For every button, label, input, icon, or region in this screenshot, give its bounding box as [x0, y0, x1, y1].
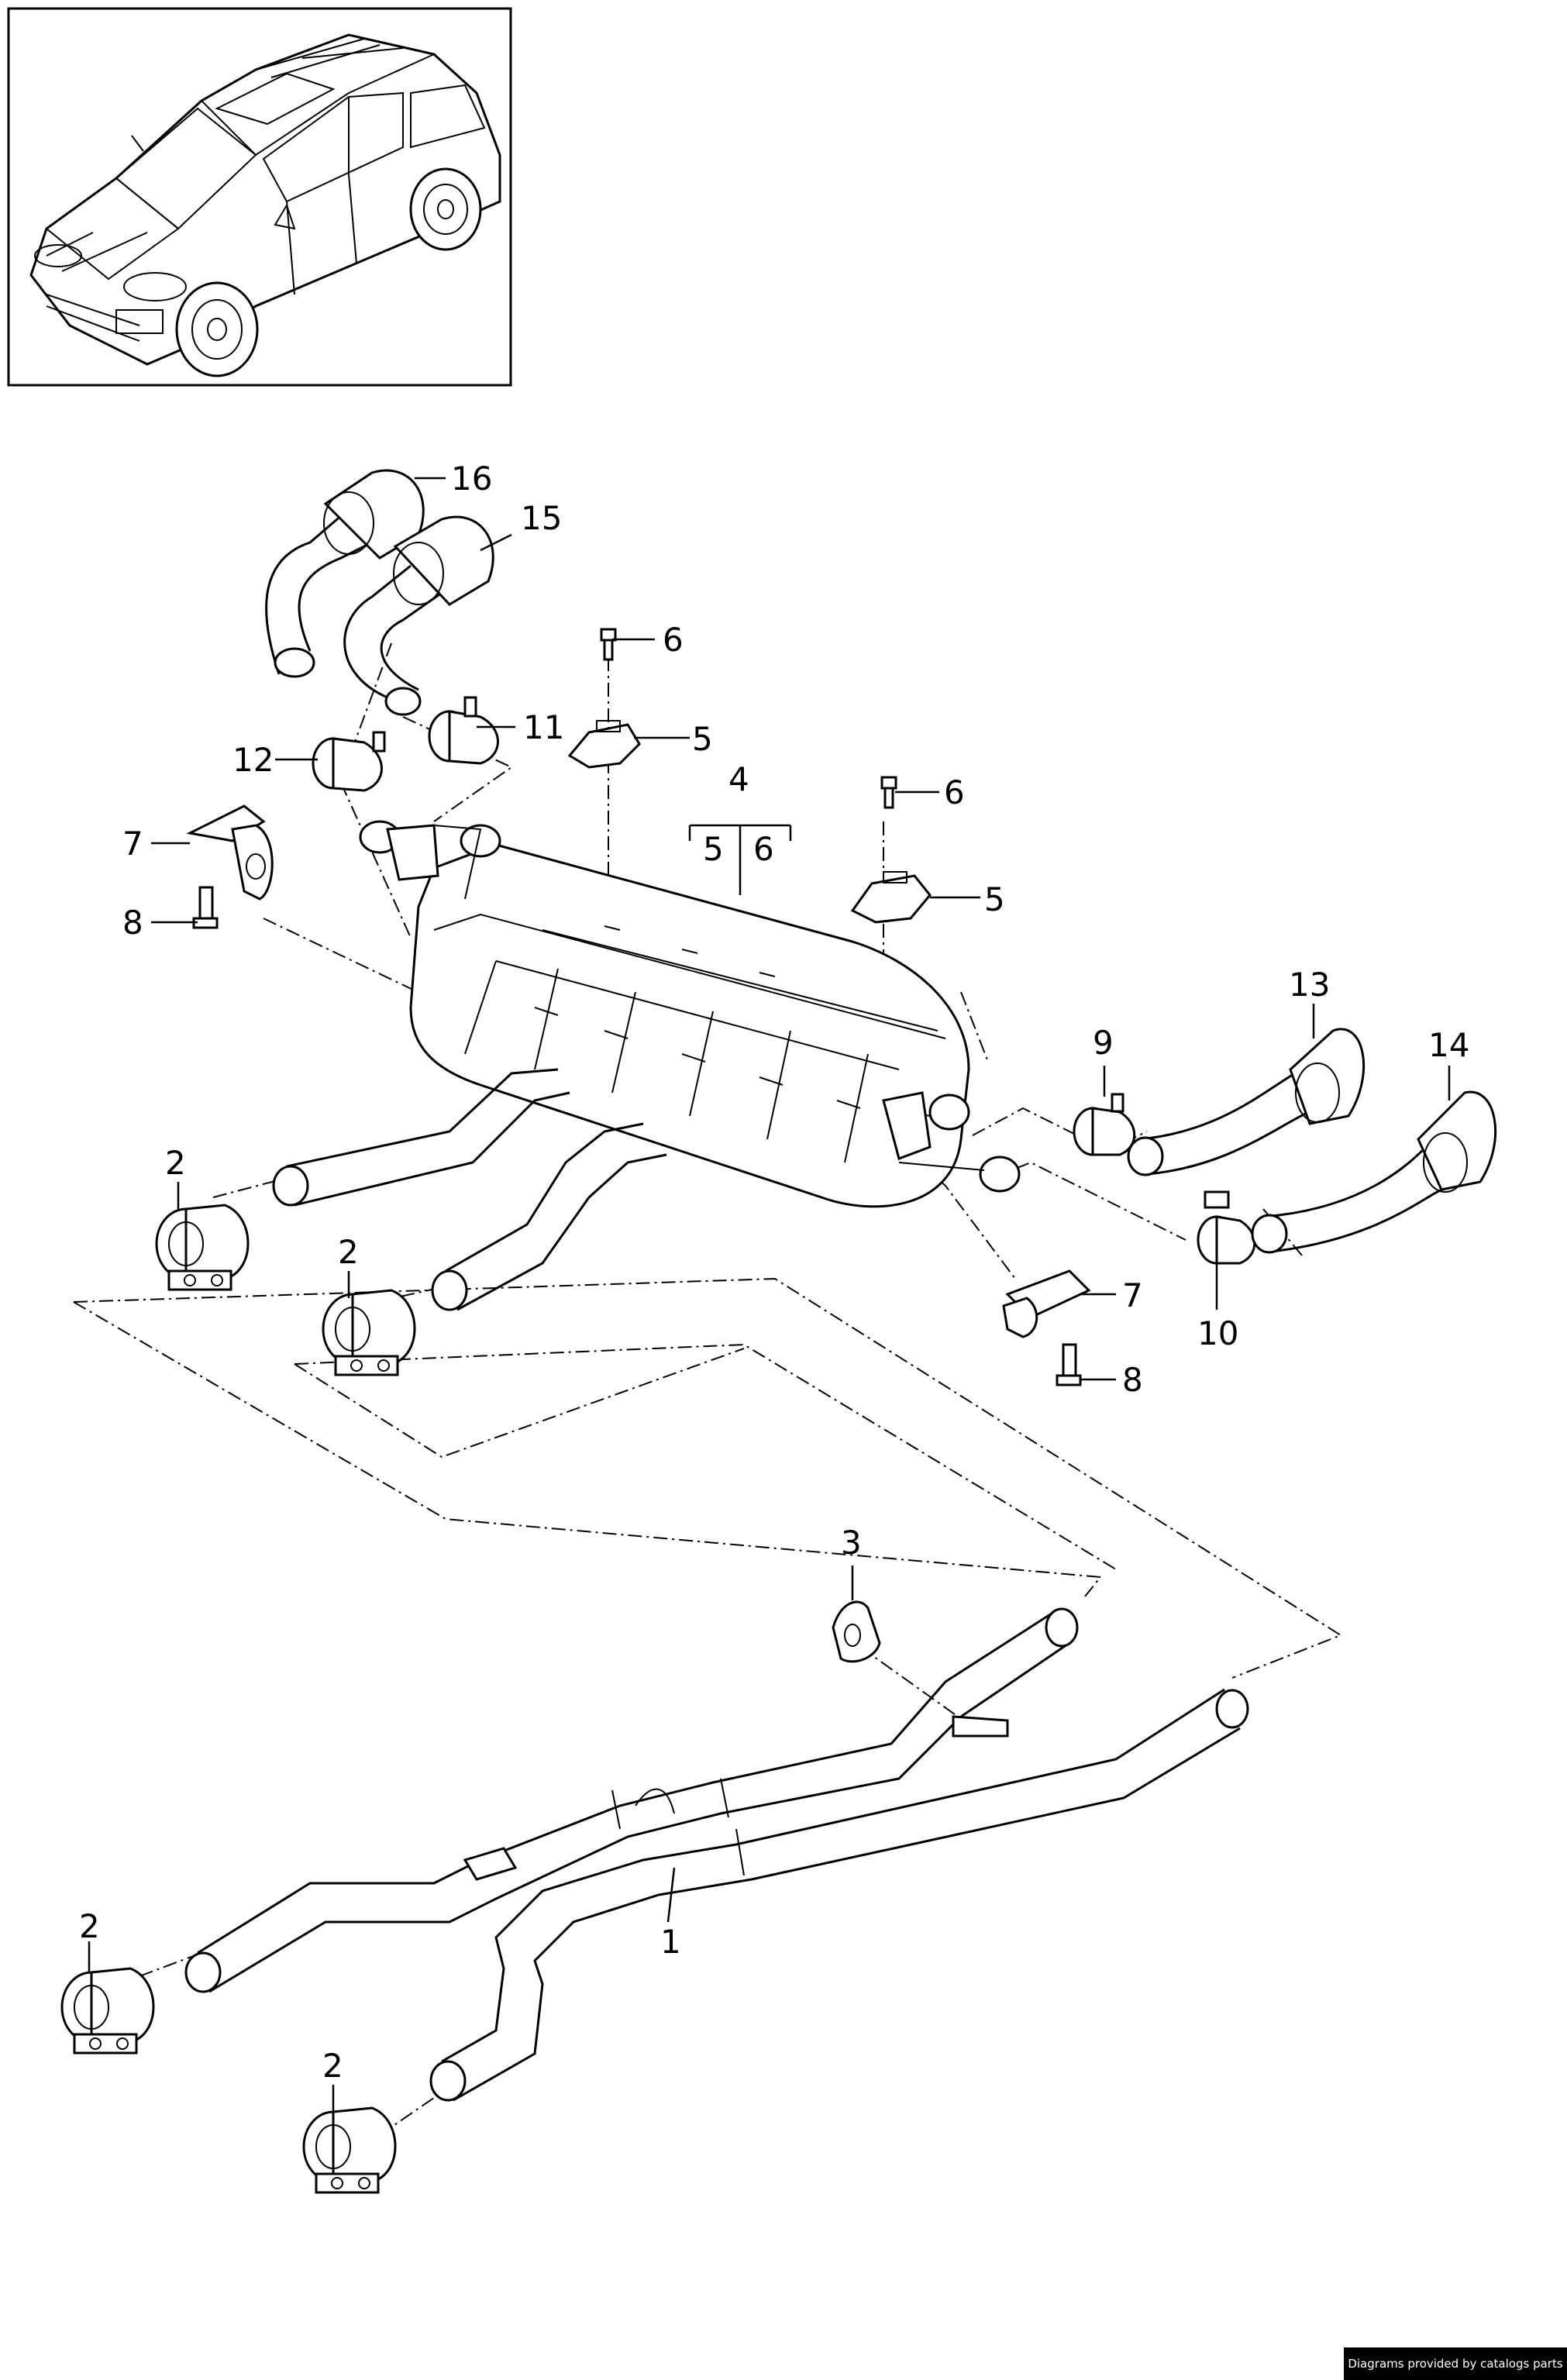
callout-7-right: 7: [1122, 1276, 1143, 1314]
callout-5-upper: 5: [692, 720, 713, 758]
callout-14: 14: [1428, 1026, 1469, 1064]
callout-15: 15: [521, 499, 562, 537]
callout-2-lower-left: 2: [79, 1907, 100, 1945]
callout-12: 12: [232, 741, 274, 779]
tailpipe-14: [1251, 1090, 1497, 1254]
rear-muffler: [359, 820, 1021, 1208]
callout-2-upper-middle: 2: [338, 1233, 359, 1271]
clamp-2-lower-left: [60, 1967, 155, 2055]
bracket-left: [186, 804, 274, 929]
callout-leaders: [88, 477, 1451, 2112]
callout-4-sub-5: 5: [703, 830, 724, 868]
tailpipe-13: [1127, 1028, 1366, 1176]
clamp-10: [1197, 1190, 1256, 1265]
actuator-5-upper: [567, 720, 641, 769]
callout-13: 13: [1289, 966, 1330, 1004]
bolt-6-right: [880, 776, 897, 809]
callout-9: 9: [1093, 1024, 1114, 1062]
callout-2-lower-middle: 2: [322, 2047, 343, 2085]
credit-badge: Diagrams provided by catalogs parts: [1344, 2347, 1567, 2380]
clamp-9: [1073, 1093, 1136, 1156]
clamp-2-upper-middle: [322, 1289, 416, 1376]
callout-5-right: 5: [984, 880, 1005, 918]
callout-6-upper: 6: [663, 621, 684, 659]
suv-thumbnail-icon: [7, 7, 512, 387]
tailpipe-15: [343, 515, 494, 716]
callout-10: 10: [1197, 1314, 1238, 1352]
callout-4-sub-6: 6: [753, 830, 774, 868]
callout-8-left: 8: [122, 904, 143, 942]
callout-8-right: 8: [1122, 1361, 1143, 1399]
clamp-12: [312, 731, 386, 792]
muffler-inlet-pipes: [272, 1068, 667, 1311]
actuator-5-right: [850, 871, 932, 924]
bolt-6-upper: [600, 628, 617, 661]
callout-6-right: 6: [944, 773, 965, 811]
bracket-right: [1002, 1269, 1091, 1386]
callout-2-upper-left: 2: [165, 1144, 186, 1182]
hanger-3: [832, 1600, 881, 1663]
callout-1: 1: [660, 1923, 681, 1961]
callout-11: 11: [523, 708, 564, 746]
callout-7-left: 7: [122, 825, 143, 863]
callout-labels: 1 2 2 2 2 3 4 5 6 5 5 6 6 7 7 8 8 9 10 1…: [79, 460, 1469, 2085]
tailpipe-16: [265, 469, 425, 678]
callout-4: 4: [728, 760, 749, 798]
callout-16: 16: [451, 460, 492, 498]
clamp-2-lower-middle: [302, 2106, 397, 2194]
clamp-11: [428, 696, 499, 765]
front-pipe-assembly: [184, 1607, 1249, 2102]
callout-3: 3: [841, 1524, 862, 1562]
clamp-2-upper-left: [155, 1204, 250, 1291]
